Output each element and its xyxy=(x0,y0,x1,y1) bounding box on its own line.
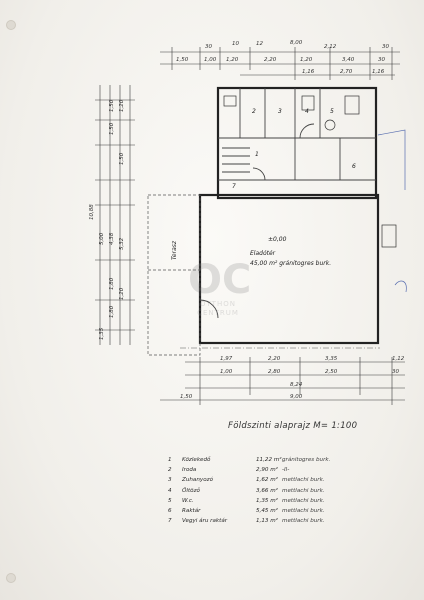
dim-label: 1,20 xyxy=(300,57,313,63)
watermark: OC OTTHON CENTRUM xyxy=(188,257,252,318)
legend-row: 6 Raktár 5,45 m² mettlachi burk. xyxy=(168,506,388,516)
main-room-area: 45,00 m² gránitogres burk. xyxy=(250,260,331,267)
dim-label: 1,50 xyxy=(176,57,189,63)
dim-label: 8,24 xyxy=(290,382,303,388)
dim-label: 12 xyxy=(256,41,263,47)
legend-name: W.c. xyxy=(182,497,194,504)
dim-label: 1,12 xyxy=(392,356,405,362)
dim-label: 1,50 xyxy=(119,152,125,165)
dim-label: 1,80 xyxy=(109,305,115,318)
dim-label: 1,20 xyxy=(119,287,125,300)
dim-label: 4,38 xyxy=(109,232,115,245)
legend-area: 1,62 m² xyxy=(256,477,278,484)
legend-num: 7 xyxy=(168,518,172,525)
drawing-title: Földszinti alaprajz M= 1:100 xyxy=(228,421,358,431)
dim-label: 5,00 xyxy=(99,232,105,245)
room-number: 6 xyxy=(352,163,356,170)
legend-num: 1 xyxy=(168,457,172,464)
legend-material: mettlachi burk. xyxy=(282,497,325,504)
dim-label: 3,35 xyxy=(325,356,338,362)
room-number: 2 xyxy=(252,108,256,115)
legend-num: 5 xyxy=(168,497,172,504)
dim-label: 1,16 xyxy=(302,69,315,75)
terrace-label: Terasz xyxy=(171,240,178,260)
dim-label: 9,00 xyxy=(290,394,303,400)
dim-label: 2,20 xyxy=(264,57,277,63)
legend-row: 1 Közlekedő 11,22 m² gránitogres burk. xyxy=(168,455,388,465)
legend-material: mettlachi burk. xyxy=(282,487,325,494)
dim-label: 30 xyxy=(382,44,389,50)
legend-name: Raktár xyxy=(182,508,201,515)
legend-material: -II- xyxy=(282,467,290,474)
dim-label: 1,50 xyxy=(109,99,115,112)
dim-label: 1,97 xyxy=(220,356,233,362)
dim-label: 2,20 xyxy=(268,356,281,362)
legend-name: Iroda xyxy=(182,467,197,474)
legend-area: 1,35 m² xyxy=(256,497,278,504)
dim-label: 10,88 xyxy=(89,204,95,220)
room-number: 5 xyxy=(330,108,334,115)
dim-label: 2,12 xyxy=(324,44,337,50)
dim-label: 1,16 xyxy=(372,69,385,75)
legend-num: 3 xyxy=(168,477,172,484)
room-number: 1 xyxy=(255,151,259,158)
legend-area: 3,66 m² xyxy=(256,487,278,494)
room-legend: 1 Közlekedő 11,22 m² gránitogres burk. 2… xyxy=(168,455,388,526)
dim-label: 1,00 xyxy=(204,57,217,63)
watermark-line1: OTTHON xyxy=(200,300,236,308)
dim-label: 30 xyxy=(205,44,212,50)
watermark-line2: CENTRUM xyxy=(197,309,239,317)
dim-label: 1,50 xyxy=(180,394,193,400)
dim-label: 1,35 xyxy=(99,327,105,340)
legend-row: 5 W.c. 1,35 m² mettlachi burk. xyxy=(168,496,388,506)
legend-row: 3 Zuhanyozó 1,62 m² mettlachi burk. xyxy=(168,475,388,485)
legend-num: 4 xyxy=(168,487,172,494)
legend-material: mettlachi burk. xyxy=(282,477,325,484)
level-mark: ±0,00 xyxy=(268,236,287,243)
punch-hole xyxy=(6,20,16,30)
punch-hole xyxy=(6,573,16,583)
dim-label: 1,80 xyxy=(109,277,115,290)
dim-label: 1,20 xyxy=(119,99,125,112)
legend-row: 4 Öltöző 3,66 m² mettlachi burk. xyxy=(168,486,388,496)
room-number: 3 xyxy=(278,108,282,115)
dim-label: 30 xyxy=(392,369,399,375)
legend-name: Öltöző xyxy=(182,487,200,494)
watermark-logo: OC xyxy=(188,257,252,303)
main-room-label: Eladótér xyxy=(250,250,276,257)
legend-material: mettlachi burk. xyxy=(282,518,325,525)
dim-label: 5,32 xyxy=(119,237,125,250)
legend-name: Közlekedő xyxy=(182,457,211,464)
legend-area: 11,22 m² xyxy=(256,457,282,464)
dim-label: 1,00 xyxy=(220,369,233,375)
legend-area: 1,13 m² xyxy=(256,518,278,525)
legend-material: gránitogres burk. xyxy=(282,457,331,464)
dim-label: 8,00 xyxy=(290,40,303,46)
room-number: 7 xyxy=(232,183,236,190)
legend-material: mettlachi burk. xyxy=(282,508,325,515)
dim-label: 2,70 xyxy=(340,69,353,75)
dim-label: 1,20 xyxy=(226,57,239,63)
dim-label: 10 xyxy=(232,41,239,47)
legend-area: 5,45 m² xyxy=(256,508,278,515)
dim-label: 30 xyxy=(378,57,385,63)
legend-name: Zuhanyozó xyxy=(182,477,213,484)
legend-name: Vegyi áru raktár xyxy=(182,518,228,525)
dim-label: 2,80 xyxy=(268,369,281,375)
dim-label: 1,50 xyxy=(109,122,115,135)
legend-num: 2 xyxy=(168,467,172,474)
dim-label: 2,50 xyxy=(325,369,338,375)
legend-row: 2 Iroda 2,90 m² -II- xyxy=(168,465,388,475)
room-number: 4 xyxy=(305,108,309,115)
legend-row: 7 Vegyi áru raktár 1,13 m² mettlachi bur… xyxy=(168,516,388,526)
legend-num: 6 xyxy=(168,508,172,515)
dim-label: 3,40 xyxy=(342,57,355,63)
legend-area: 2,90 m² xyxy=(256,467,278,474)
